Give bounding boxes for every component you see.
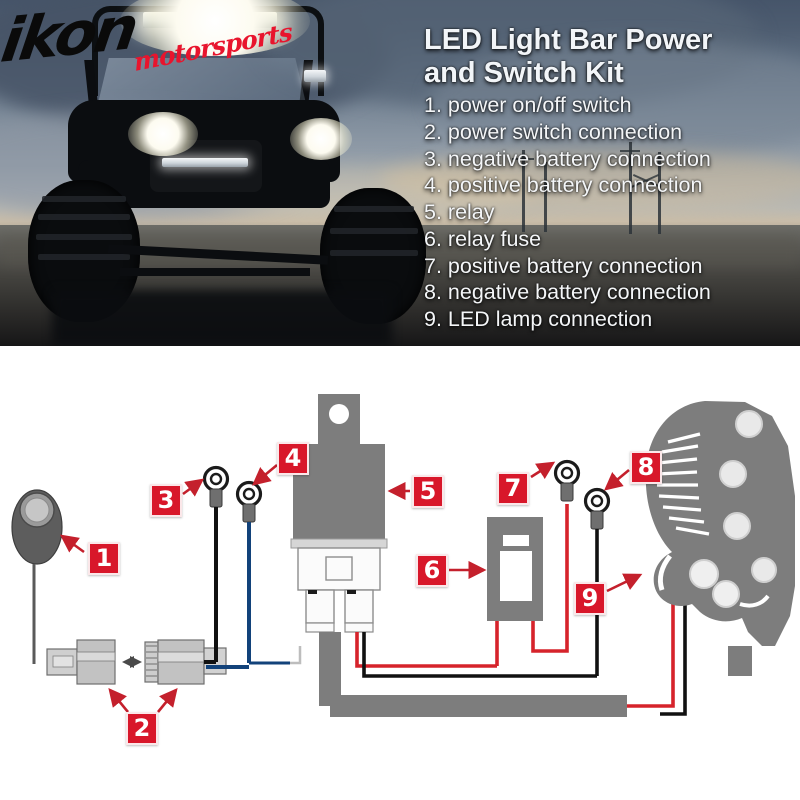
power-pole-arm — [620, 150, 640, 152]
hero-banner: ikon motorsports LED Light Bar Power and… — [0, 0, 800, 346]
callout-badge-6[interactable]: 6 — [416, 554, 448, 587]
tire-tread — [38, 254, 130, 260]
red-wire-relay-to-fuse — [355, 632, 497, 668]
callout-badge-3[interactable]: 3 — [150, 484, 182, 517]
ring-terminal-negative[interactable] — [202, 465, 230, 508]
power-pole — [522, 150, 525, 232]
headlight-left — [128, 112, 198, 156]
list-item: 7. positive battery connection — [424, 253, 703, 278]
power-pole — [658, 152, 661, 234]
callout-badge-2[interactable]: 2 — [126, 712, 158, 745]
list-item: 1. power on/off switch — [424, 93, 632, 117]
black-wire-relay — [362, 632, 597, 678]
wiring-diagram-svg — [11, 394, 795, 717]
callout-arrow-9 — [606, 573, 643, 593]
page-title: LED Light Bar Power and Switch Kit — [424, 24, 796, 90]
callout-badge-9[interactable]: 9 — [574, 582, 606, 615]
led-lamp[interactable] — [645, 401, 795, 676]
grille-light-bar — [162, 158, 248, 167]
harness-line — [290, 646, 302, 665]
tire-tread — [330, 250, 418, 256]
legend-list: 1. power on/off switch 2. power switch c… — [424, 92, 800, 333]
relay-fuse[interactable] — [487, 517, 543, 621]
list-item: 2. power switch connection — [424, 119, 683, 144]
ring-terminal-negative-battery[interactable] — [583, 487, 611, 530]
title-line-1: LED Light Bar Power — [424, 24, 713, 56]
list-item: 4. positive battery connection — [424, 173, 703, 198]
callout-arrow-8 — [603, 468, 630, 491]
connector-male[interactable] — [46, 639, 116, 685]
power-on-off-switch[interactable] — [11, 489, 63, 565]
callout-arrow-4 — [251, 463, 278, 486]
cloud — [380, 150, 800, 210]
wiring-diagram: 1 2 3 4 5 6 7 8 9 — [0, 346, 800, 800]
power-pole — [544, 162, 547, 232]
aux-light — [304, 70, 326, 82]
callout-arrow-2b — [156, 687, 178, 713]
power-pole-arm — [512, 158, 534, 160]
title-line-2: and Switch Kit — [424, 56, 624, 89]
red-wire-to-lamp — [627, 561, 675, 708]
suspension-arm — [107, 244, 329, 265]
tire-tread — [36, 234, 132, 240]
callout-arrow-3 — [182, 478, 205, 497]
black-wire-to-lamp — [660, 576, 687, 716]
ring-terminal-positive[interactable] — [235, 480, 263, 523]
ring-terminal-positive-battery[interactable] — [553, 459, 581, 502]
list-item: 5. relay — [424, 200, 495, 225]
logo-wordmark: ikon — [0, 0, 140, 77]
callout-badge-7[interactable]: 7 — [497, 472, 529, 505]
tire-tread — [330, 228, 418, 234]
headlight-right — [290, 118, 352, 160]
list-item: 9. LED lamp connection — [424, 307, 653, 332]
callout-badge-1[interactable]: 1 — [88, 542, 120, 575]
tire-tread — [334, 206, 414, 212]
cloud — [430, 40, 800, 160]
light-bar-glow — [120, 0, 310, 56]
lamp-reflector-fins — [656, 432, 710, 536]
tire-tread — [38, 214, 130, 220]
chassis-shadow — [52, 290, 392, 346]
utv-vehicle-photo — [0, 0, 426, 346]
red-wire-fuse-to-terminal — [531, 504, 569, 653]
callout-arrow-7 — [530, 461, 556, 480]
callout-arrow-2a — [108, 687, 130, 713]
callout-badge-5[interactable]: 5 — [412, 475, 444, 508]
relay-socket — [297, 547, 381, 633]
list-item: 6. relay fuse — [424, 226, 542, 251]
tire-tread — [42, 196, 126, 202]
callout-badge-8[interactable]: 8 — [630, 451, 662, 484]
rock-slider — [120, 268, 310, 276]
callout-badge-4[interactable]: 4 — [277, 442, 309, 475]
list-item: 8. negative battery connection — [424, 280, 711, 305]
power-pole — [629, 142, 632, 234]
callout-arrow-1 — [59, 534, 85, 554]
list-item: 3. negative battery connection — [424, 146, 711, 171]
brand-logo: ikon motorsports — [0, 0, 293, 86]
